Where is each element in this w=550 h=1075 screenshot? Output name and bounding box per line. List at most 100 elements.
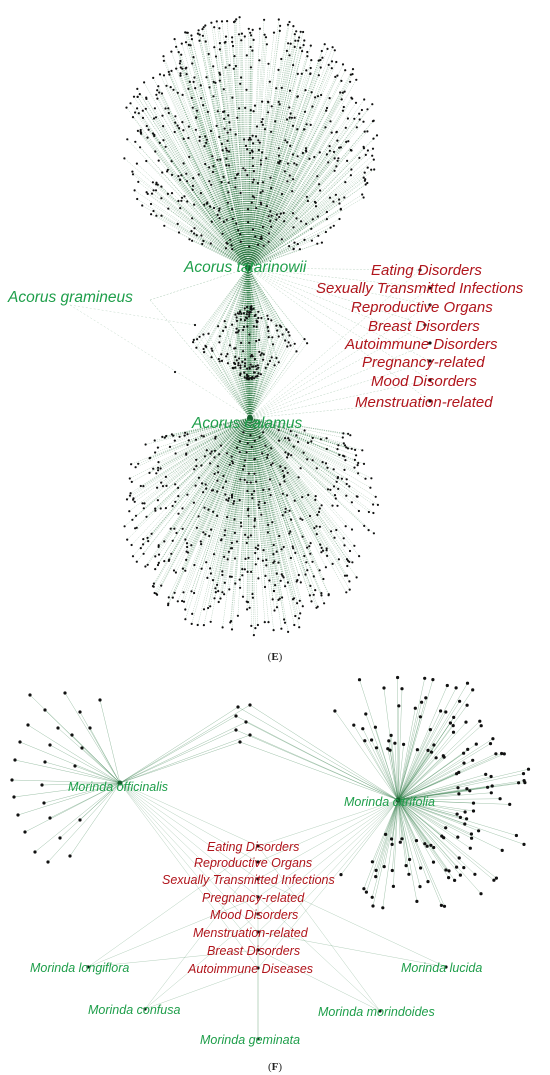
network-node xyxy=(233,518,236,521)
network-node xyxy=(247,27,250,30)
network-node xyxy=(316,95,320,98)
network-node xyxy=(267,111,270,114)
network-node xyxy=(332,224,335,227)
network-node xyxy=(213,456,216,459)
network-edge xyxy=(249,417,259,579)
network-node xyxy=(128,494,132,497)
network-edge xyxy=(247,192,261,269)
network-node xyxy=(149,456,152,459)
network-edge xyxy=(249,417,286,453)
network-node xyxy=(202,491,205,494)
network-node xyxy=(372,137,375,140)
network-node xyxy=(241,568,244,571)
network-edge xyxy=(249,417,265,504)
network-node xyxy=(43,760,47,764)
network-edge xyxy=(247,97,316,269)
network-node xyxy=(157,469,160,472)
network-edge xyxy=(211,417,251,452)
network-edge xyxy=(245,721,399,801)
network-node xyxy=(415,899,419,904)
network-node xyxy=(254,563,257,566)
network-node xyxy=(26,723,30,727)
network-edge xyxy=(249,417,256,554)
network-node xyxy=(153,134,156,138)
network-node xyxy=(335,528,338,532)
network-edge xyxy=(247,181,346,269)
network-edge xyxy=(235,267,249,349)
network-node xyxy=(277,154,281,157)
network-node xyxy=(286,471,289,474)
network-edge xyxy=(249,417,290,511)
network-node xyxy=(250,376,253,379)
network-node xyxy=(352,723,356,727)
network-edge xyxy=(226,267,249,357)
network-edge xyxy=(249,417,315,529)
network-node xyxy=(130,543,133,547)
network-node xyxy=(231,323,234,326)
network-edge xyxy=(246,417,251,453)
network-edge xyxy=(247,140,338,269)
network-edge xyxy=(166,417,251,437)
network-node xyxy=(252,178,255,181)
network-node xyxy=(210,528,213,531)
network-node xyxy=(170,50,173,53)
network-edge xyxy=(249,417,280,599)
network-node xyxy=(300,72,303,75)
network-edge xyxy=(235,356,251,419)
network-node xyxy=(176,222,179,225)
network-edge xyxy=(24,782,121,833)
network-edge xyxy=(249,417,336,496)
network-edge xyxy=(249,417,345,457)
network-edge xyxy=(227,115,249,269)
network-edge xyxy=(257,896,381,1012)
network-node xyxy=(220,181,223,184)
network-node xyxy=(63,691,67,695)
network-node xyxy=(280,192,284,196)
network-node xyxy=(157,553,161,556)
network-node xyxy=(309,72,312,76)
network-edge xyxy=(249,317,259,419)
network-edge xyxy=(249,417,297,582)
network-node xyxy=(313,527,316,530)
network-edge xyxy=(233,267,249,369)
network-edge xyxy=(247,56,308,269)
network-node xyxy=(154,568,157,571)
network-edge xyxy=(249,417,254,598)
network-node xyxy=(276,329,279,332)
network-edge xyxy=(119,782,259,969)
network-node xyxy=(293,241,296,244)
network-node xyxy=(142,507,145,510)
network-node xyxy=(216,465,219,468)
network-node xyxy=(132,497,135,500)
network-node xyxy=(205,138,208,141)
network-edge xyxy=(221,21,249,269)
network-node xyxy=(242,325,246,328)
network-node xyxy=(297,573,300,577)
network-node xyxy=(247,378,250,381)
network-edge xyxy=(224,42,249,269)
network-node xyxy=(265,157,268,160)
network-edge xyxy=(397,798,501,801)
network-node xyxy=(305,150,308,153)
network-edge xyxy=(216,417,251,516)
network-node xyxy=(131,116,135,119)
network-node xyxy=(148,471,151,474)
network-node xyxy=(494,752,498,756)
network-node xyxy=(240,312,243,315)
network-node xyxy=(253,490,256,493)
network-node xyxy=(144,565,147,568)
network-node xyxy=(349,80,352,83)
network-edge xyxy=(81,747,121,784)
network-edge xyxy=(236,19,249,269)
network-node xyxy=(248,313,251,316)
network-node xyxy=(256,912,260,916)
network-node xyxy=(255,125,259,128)
network-node xyxy=(267,232,271,235)
network-node xyxy=(218,360,221,363)
network-node xyxy=(465,817,469,821)
network-node xyxy=(130,480,133,483)
network-edge xyxy=(247,267,282,327)
network-edge xyxy=(249,329,287,419)
network-node xyxy=(318,569,321,572)
network-node xyxy=(267,62,270,65)
